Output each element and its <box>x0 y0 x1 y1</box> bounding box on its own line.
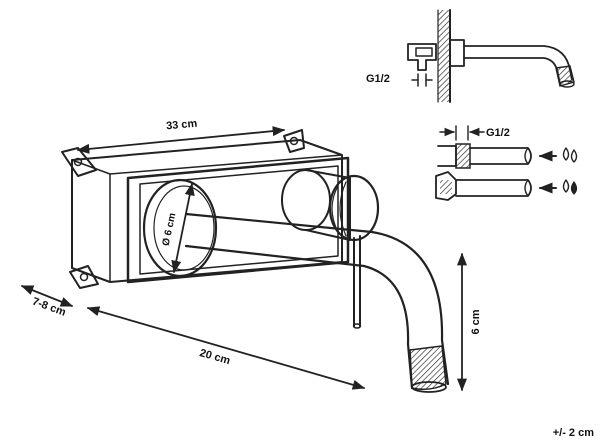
diameter-label: Ø 6 cm <box>161 212 179 247</box>
thread-top-label: G1/2 <box>366 73 390 85</box>
height-dimension: 6 cm <box>456 252 482 392</box>
diameter-dimension: Ø 6 cm <box>161 182 195 274</box>
spout-pipe <box>184 212 450 393</box>
mounting-ear-icon <box>61 129 305 289</box>
mixer-handle <box>281 169 380 329</box>
water-drop-icon <box>562 179 578 195</box>
height-label: 6 cm <box>470 309 482 334</box>
spout-length-dimension: 20 cm <box>86 306 366 390</box>
spout-outlet-disc <box>142 178 218 278</box>
concealed-mounting-box <box>61 129 350 289</box>
depth-dimension: 7-8 cm <box>20 285 74 319</box>
spout-length-label: 20 cm <box>198 347 232 367</box>
supply-connections-view: G1/2 <box>435 125 578 201</box>
water-drop-icon <box>562 147 578 163</box>
wall-side-view: G1/2 <box>366 9 575 103</box>
tolerance-note: +/- 2 cm <box>553 427 594 439</box>
width-label: 33 cm <box>166 118 198 133</box>
width-dimension: 33 cm <box>76 118 286 154</box>
thread-side-label: G1/2 <box>486 127 510 139</box>
depth-label: 7-8 cm <box>31 296 68 319</box>
